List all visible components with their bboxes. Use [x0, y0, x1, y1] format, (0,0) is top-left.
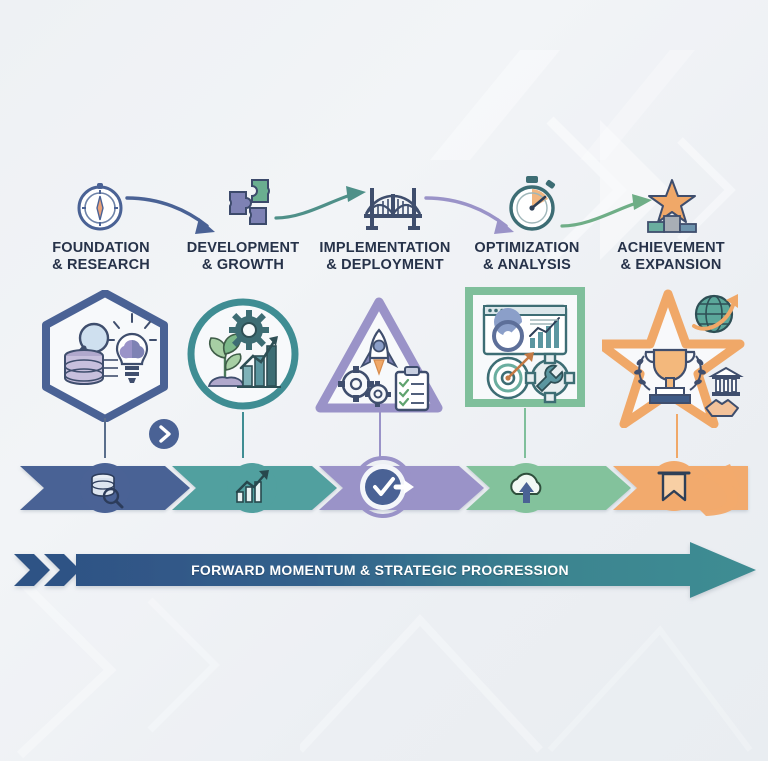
stage-label-line1: OPTIMIZATION [474, 240, 580, 256]
stage-label-line1: DEVELOPMENT [186, 240, 300, 256]
trophy-laurel-icon [634, 348, 706, 404]
connector-line-optimization [524, 408, 526, 458]
band-icon-growth-chart[interactable] [226, 462, 278, 514]
stage-shape-square-optimization[interactable] [464, 286, 586, 408]
stage-label-development: DEVELOPMENT & GROWTH [168, 240, 318, 273]
stage-chevron-band [0, 456, 768, 518]
stage-label-line1: IMPLEMENTATION [319, 240, 451, 256]
checklist-icon [394, 366, 430, 412]
star-podium-icon [640, 172, 704, 236]
bridge-icon [358, 174, 422, 238]
momentum-arrow-label: FORWARD MOMENTUM & STRATEGIC PROGRESSION [191, 562, 569, 578]
stage-shape-triangle-implementation[interactable] [314, 296, 444, 416]
target-arrow-icon [486, 352, 534, 400]
stage-label-foundation: FOUNDATION & RESEARCH [26, 240, 176, 273]
arrow-implementation-to-optimization [424, 192, 524, 242]
arrow-development-to-implementation [274, 184, 374, 231]
stage-shape-star-achievement[interactable] [602, 288, 752, 428]
compass-icon [68, 174, 132, 238]
stage-shape-hexagon-foundation[interactable] [40, 290, 170, 422]
database-icon [64, 349, 104, 385]
stage-label-implementation: IMPLEMENTATION & DEPLOYMENT [310, 240, 460, 273]
arrow-optimization-to-achievement [560, 194, 660, 239]
stage-label-line1: ACHIEVEMENT [617, 240, 725, 256]
handshake-bank-icon [705, 366, 744, 417]
band-icon-check-circle-arrow[interactable] [352, 456, 414, 518]
stage-label-achievement: ACHIEVEMENT & EXPANSION [596, 240, 746, 273]
band-icon-database-search[interactable] [79, 462, 131, 514]
background-diagonal-watermark [300, 600, 760, 760]
stage-label-line2: & GROWTH [201, 256, 285, 273]
gear-wrench-icon [524, 352, 576, 404]
momentum-arrow [0, 534, 768, 606]
puzzle-pieces-icon [218, 170, 282, 234]
band-icon-cloud-upload[interactable] [500, 462, 552, 514]
stage-label-line2: & EXPANSION [620, 256, 722, 273]
gear-icon [229, 310, 269, 350]
globe-arrow-icon [692, 294, 738, 334]
arrow-foundation-to-development [125, 192, 225, 242]
stage-label-optimization: OPTIMIZATION & ANALYSIS [452, 240, 602, 273]
stage-label-line2: & RESEARCH [52, 256, 150, 273]
bar-chart-growth-icon [237, 336, 281, 388]
lightbulb-brain-icon [107, 313, 157, 383]
connector-line-implementation [379, 412, 381, 458]
stage-label-line2: & DEPLOYMENT [326, 256, 444, 273]
stage-label-line1: FOUNDATION [52, 240, 150, 256]
band-icon-bookmark-ribbon[interactable] [648, 460, 700, 512]
gears-icon [338, 366, 391, 407]
next-chevron-badge[interactable] [148, 418, 180, 450]
stopwatch-icon [500, 172, 564, 236]
stage-shapes-row [0, 286, 768, 466]
rocket-icon [359, 328, 399, 376]
top-icon-row [0, 168, 768, 240]
stage-label-line2: & ANALYSIS [483, 256, 571, 273]
stage-labels-row: FOUNDATION & RESEARCH DEVELOPMENT & GROW… [0, 240, 768, 286]
background-streak-watermark [430, 40, 768, 170]
dashboard-icon [482, 304, 568, 356]
connector-line-foundation [104, 418, 106, 458]
stage-shape-circle-development[interactable] [185, 296, 301, 412]
connector-line-achievement [676, 414, 678, 458]
connector-line-development [242, 412, 244, 458]
